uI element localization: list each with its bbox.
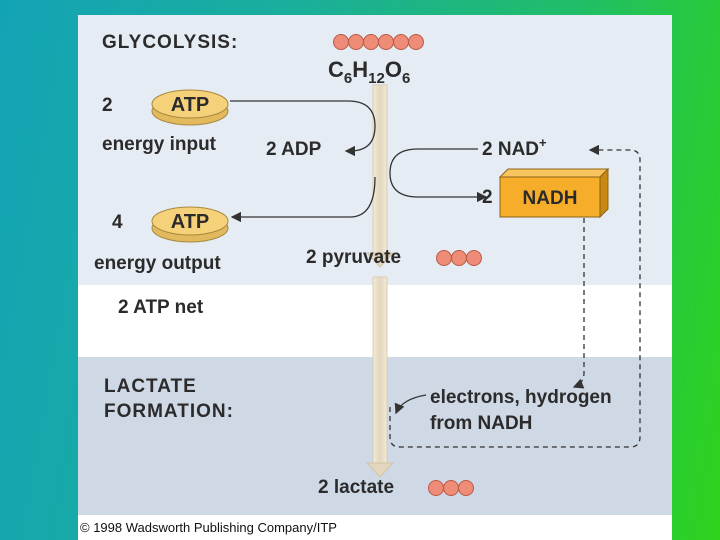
nadh-count: 2 (482, 187, 493, 208)
electrons-label-line2: from NADH (430, 413, 532, 434)
electrons-label-line1: electrons, hydrogen (430, 387, 612, 408)
footer-band (78, 515, 672, 540)
atp-to-adp-arrow (230, 100, 376, 157)
nadh-down-dashed-arrow (572, 218, 585, 389)
nad-regeneration-dashed-arrow (389, 144, 641, 448)
lactate-carbon-atom (458, 480, 474, 496)
lactate-molecule (428, 480, 474, 496)
lactate-carbon-atom (428, 480, 444, 496)
glucose-carbon-atom (408, 34, 424, 50)
lactate-title-line2: FORMATION: (104, 401, 234, 422)
energy-input-label: energy input (102, 134, 217, 155)
lactate-label: 2 lactate (318, 477, 394, 498)
copyright-footer: © 1998 Wadsworth Publishing Company/ITP (80, 520, 337, 535)
glucose-carbon-atom (378, 34, 394, 50)
pyruvate-molecule (436, 250, 482, 266)
nadh-label: NADH (523, 188, 578, 209)
pyruvate-carbon-atom (466, 250, 482, 266)
pyruvate-carbon-atom (436, 250, 452, 266)
lactate-carbon-atom (443, 480, 459, 496)
glucose-carbon-atom (363, 34, 379, 50)
atp-output-disc: ATP (151, 206, 229, 243)
pyruvate-carbon-atom (451, 250, 467, 266)
nadh-box: NADH (498, 167, 610, 219)
glucose-carbon-atom (348, 34, 364, 50)
adp-label: 2 ADP (266, 139, 322, 160)
glucose-molecule (333, 34, 424, 50)
glucose-formula: C6H12O6 (328, 57, 410, 87)
atp-output-label: ATP (171, 211, 210, 233)
nad-to-nadh-arrow (389, 148, 488, 203)
glycolysis-diagram: GLYCOLYSIS: C6H12O6 ATP 2 energy input 2… (94, 32, 641, 498)
atp-input-disc: ATP (151, 89, 229, 126)
atp-input-label: ATP (171, 94, 210, 116)
atp-output-count: 4 (112, 212, 123, 233)
net-atp-label: 2 ATP net (118, 297, 204, 318)
glycolysis-title: GLYCOLYSIS: (102, 32, 238, 53)
lactate-title-line1: LACTATE (104, 376, 197, 397)
energy-output-label: energy output (94, 253, 221, 274)
electrons-arrow (394, 394, 427, 415)
main-pathway-arrow (365, 84, 395, 478)
nad-label: 2 NAD+ (482, 135, 547, 160)
diagram-panel: GLYCOLYSIS: C6H12O6 ATP 2 energy input 2… (78, 15, 672, 540)
pyruvate-label: 2 pyruvate (306, 247, 401, 268)
atp-output-arrow (230, 176, 376, 223)
glucose-carbon-atom (393, 34, 409, 50)
glucose-carbon-atom (333, 34, 349, 50)
atp-input-count: 2 (102, 95, 113, 116)
